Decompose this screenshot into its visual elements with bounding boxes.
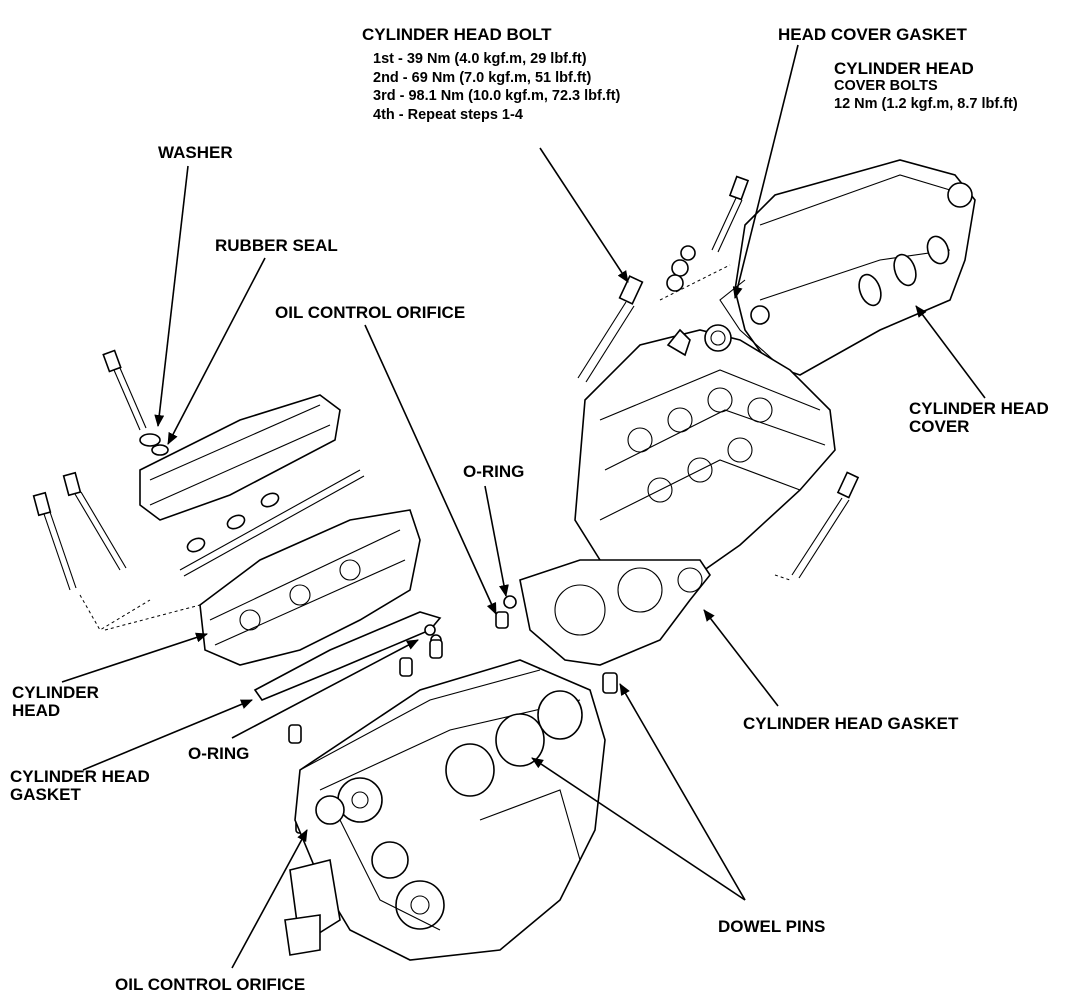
right-cylinder-head-cover [719,159,976,376]
cylinder-head-gasket-left-line2: GASKET [10,785,81,804]
leader-lines [61,44,986,969]
left-cylinder-head-cover [139,394,341,521]
dowel-pins-label: DOWEL PINS [718,917,826,936]
cylinder-head-cover-line1: CYLINDER HEAD [909,399,1049,418]
torque-step-3: 3rd - 98.1 Nm (10.0 kgf.m, 72.3 lbf.ft) [373,88,621,104]
cylinder-head-cover-bolts-label: CYLINDER HEAD COVER BOLTS 12 Nm (1.2 kgf… [834,60,1018,111]
rubber-seal-label: RUBBER SEAL [215,236,338,255]
right-cylinder-head-gasket [519,559,711,666]
cylinder-head-bolt-torque-steps: 1st - 39 Nm (4.0 kgf.m, 29 lbf.ft) 2nd -… [373,52,620,122]
cylinder-head-bolt-title: CYLINDER HEAD BOLT [362,25,552,44]
torque-step-4: 4th - Repeat steps 1-4 [373,106,523,123]
cylinder-head-left-line1: CYLINDER [12,683,99,702]
washer-label: WASHER [158,143,233,162]
washer-and-rubber-seal [102,349,169,456]
cover-bolts-torque: 12 Nm (1.2 kgf.m, 8.7 lbf.ft) [834,95,1018,112]
o-ring-bottom-label: O-RING [188,744,250,763]
cylinder-head-gasket-left-line1: CYLINDER HEAD [10,767,150,786]
cylinder-head-cover-label: CYLINDER HEAD COVER [909,400,1049,435]
torque-step-1: 1st - 39 Nm (4.0 kgf.m, 29 lbf.ft) [373,51,587,67]
head-cover-gasket-label: HEAD COVER GASKET [778,25,967,44]
cover-bolts-right [659,175,750,301]
o-ring-top-label: O-RING [463,462,525,481]
cylinder-head-cover-line2: COVER [909,417,970,436]
cover-bolts-line2: COVER BOLTS [834,78,938,94]
left-cover-seals [179,469,365,577]
cylinder-head-left-label: CYLINDER HEAD [12,684,99,719]
head-bolts-right [577,275,860,581]
left-cylinder-head-gasket [253,611,442,701]
cylinder-head-left-line2: HEAD [12,701,61,720]
torque-step-2: 2nd - 69 Nm (7.0 kgf.m, 51 lbf.ft) [373,69,592,86]
cover-bolts-line1: CYLINDER HEAD [834,59,974,78]
cylinder-head-gasket-right-label: CYLINDER HEAD GASKET [743,714,959,733]
left-cylinder-head [104,509,421,666]
cylinder-head-gasket-left-label: CYLINDER HEAD GASKET [10,768,150,803]
oil-control-orifice-bottom-label: OIL CONTROL ORIFICE [115,975,306,994]
oil-control-orifice-top-label: OIL CONTROL ORIFICE [275,303,466,322]
right-cylinder-head [574,324,836,581]
head-bolts-left [32,471,151,631]
engine-block [284,659,606,961]
